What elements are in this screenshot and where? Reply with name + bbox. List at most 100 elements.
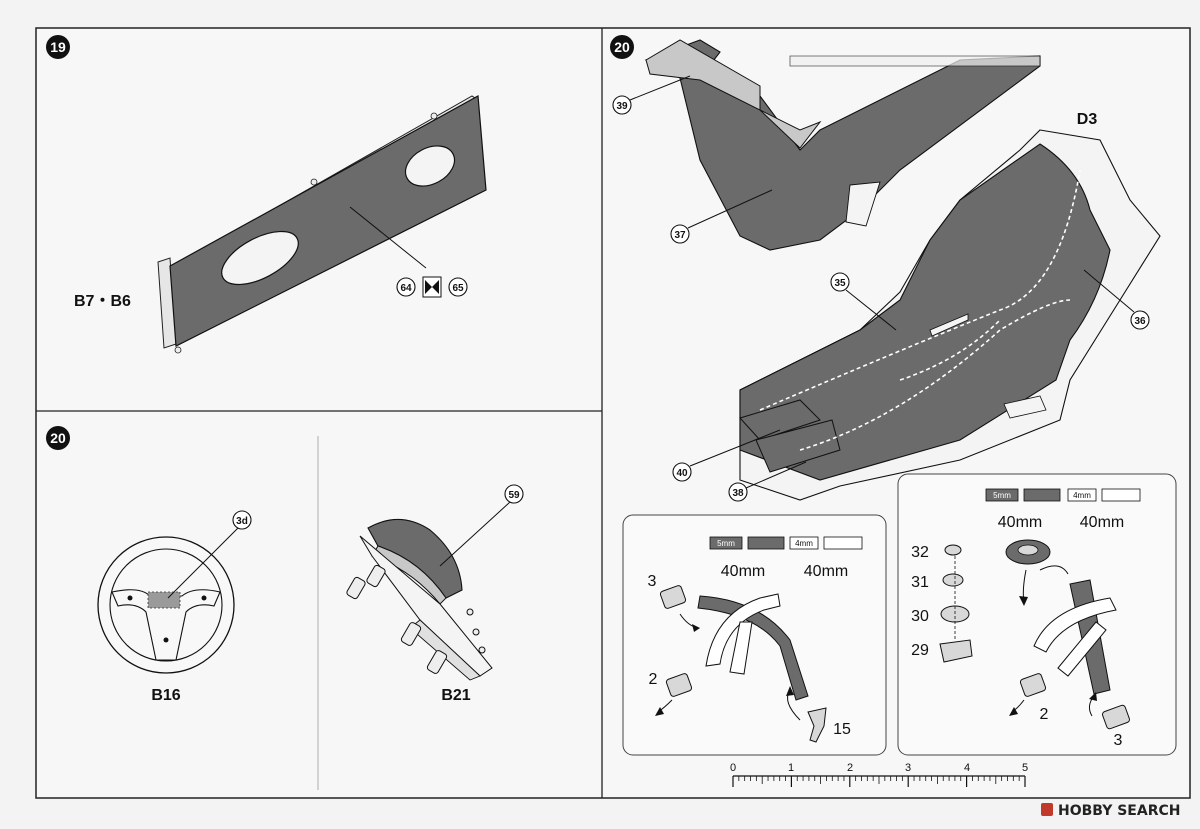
part-30-label: 30 xyxy=(911,608,929,625)
gauge-hole-right xyxy=(404,145,456,187)
leader-line xyxy=(689,429,781,467)
tick-label: 5 xyxy=(1022,762,1028,774)
step-badge xyxy=(610,35,634,59)
part-label-b7-b6: B7・B6 xyxy=(74,293,131,310)
leader-line xyxy=(439,501,511,567)
swatch-4mm-label: 4mm xyxy=(795,539,813,548)
callout-36 xyxy=(1130,310,1150,330)
callout-35-label: 35 xyxy=(834,278,846,289)
bowtie-left xyxy=(425,280,432,294)
length-dark: 40mm xyxy=(998,514,1042,531)
center-decal xyxy=(147,591,181,609)
callout-37-label: 37 xyxy=(674,230,686,241)
part-2-label: 2 xyxy=(1040,706,1049,723)
belt-box-left: 5mm 4mm 40mm 40mm 3 2 15 xyxy=(622,514,887,756)
callout-38 xyxy=(728,482,748,502)
leader-line xyxy=(629,75,691,101)
swatch-5mm-label-bg xyxy=(985,488,1019,502)
steering-wheel xyxy=(97,536,235,674)
part-3-label: 3 xyxy=(1114,732,1123,749)
swatch-4mm-label: 4mm xyxy=(1073,491,1091,500)
buckle-3 xyxy=(659,585,687,609)
callout-64-label: 64 xyxy=(400,283,412,294)
callout-3d-label: 3d xyxy=(236,516,248,527)
ruler-ticks xyxy=(732,776,1026,787)
length-light: 40mm xyxy=(1080,514,1124,531)
pin xyxy=(310,178,318,186)
belt-box-frame xyxy=(622,514,887,756)
length-dark: 40mm xyxy=(721,563,765,580)
leader-line xyxy=(687,189,773,229)
pin xyxy=(174,346,182,354)
part-29 xyxy=(939,639,973,663)
callout-36-label: 36 xyxy=(1134,316,1146,327)
swatch-light xyxy=(823,536,863,550)
swatch-light xyxy=(1101,488,1141,502)
callout-35 xyxy=(830,272,850,292)
seat-back-part xyxy=(644,39,1041,251)
callout-39-label: 39 xyxy=(616,101,628,112)
callout-65-label: 65 xyxy=(452,283,464,294)
part-31 xyxy=(942,573,964,587)
tick-label: 0 xyxy=(730,762,736,774)
leader-line xyxy=(745,461,807,489)
leader-line xyxy=(349,206,427,269)
buckle-2 xyxy=(665,673,693,697)
callout-39 xyxy=(612,95,632,115)
gauge-hole-left xyxy=(221,230,299,286)
buckle-15 xyxy=(807,707,827,743)
tick-label: 4 xyxy=(964,762,970,774)
tick-label: 1 xyxy=(788,762,794,774)
part-label-b16: B16 xyxy=(151,687,180,704)
part-29-label: 29 xyxy=(911,642,929,659)
tick-label: 3 xyxy=(905,762,911,774)
scale-ruler: 0 1 2 3 4 5 xyxy=(730,762,1028,787)
pin xyxy=(430,112,438,120)
seat-body-part xyxy=(739,129,1161,501)
belt-box-right: 5mm 4mm 40mm 40mm 32 31 30 29 2 3 xyxy=(897,473,1177,756)
callout-3d xyxy=(232,510,252,530)
watermark: HOBBY SEARCH xyxy=(1041,803,1180,819)
swatch-dark xyxy=(1023,488,1061,502)
buckle-2 xyxy=(1019,673,1047,697)
callout-40 xyxy=(672,462,692,482)
bowtie-right xyxy=(432,280,439,294)
part-32 xyxy=(944,544,962,556)
part-15-label: 15 xyxy=(833,721,851,738)
watermark-text: HOBBY SEARCH xyxy=(1058,803,1180,819)
callout-59 xyxy=(504,484,524,504)
panel-step-20-right: 20 D3 39 37 35 xyxy=(610,35,1161,502)
swatch-dark xyxy=(747,536,785,550)
callout-64 xyxy=(396,277,416,297)
step-number: 19 xyxy=(50,39,66,55)
buckle-3 xyxy=(1101,704,1131,730)
part-32-label: 32 xyxy=(911,544,929,561)
length-light: 40mm xyxy=(804,563,848,580)
callout-40-label: 40 xyxy=(676,468,688,479)
part-3-label: 3 xyxy=(648,573,657,590)
step-badge xyxy=(46,35,70,59)
leader-line xyxy=(845,289,897,331)
watermark-logo-icon xyxy=(1041,803,1053,816)
leader-line xyxy=(167,527,239,599)
swatch-5mm-label-bg xyxy=(709,536,743,550)
part-label-d3: D3 xyxy=(1077,111,1098,128)
callout-65 xyxy=(448,277,468,297)
panel-step-19: 19 64 65 B7・B6 xyxy=(46,35,487,354)
step-number: 20 xyxy=(50,430,66,446)
leader-line xyxy=(1083,269,1135,313)
part-label-b21: B21 xyxy=(441,687,470,704)
swatch-5mm-label: 5mm xyxy=(993,491,1011,500)
step-number: 20 xyxy=(614,39,630,55)
swatch-4mm-label-bg xyxy=(789,536,819,550)
panel-step-20-lower: 20 3d B16 xyxy=(46,426,524,704)
callout-59-label: 59 xyxy=(508,490,520,501)
callout-37 xyxy=(670,224,690,244)
callout-38-label: 38 xyxy=(732,488,744,499)
step-badge xyxy=(46,426,70,450)
part-2-label: 2 xyxy=(649,671,658,688)
steering-column xyxy=(346,518,493,681)
tick-label: 2 xyxy=(847,762,853,774)
swatch-4mm-label-bg xyxy=(1067,488,1097,502)
